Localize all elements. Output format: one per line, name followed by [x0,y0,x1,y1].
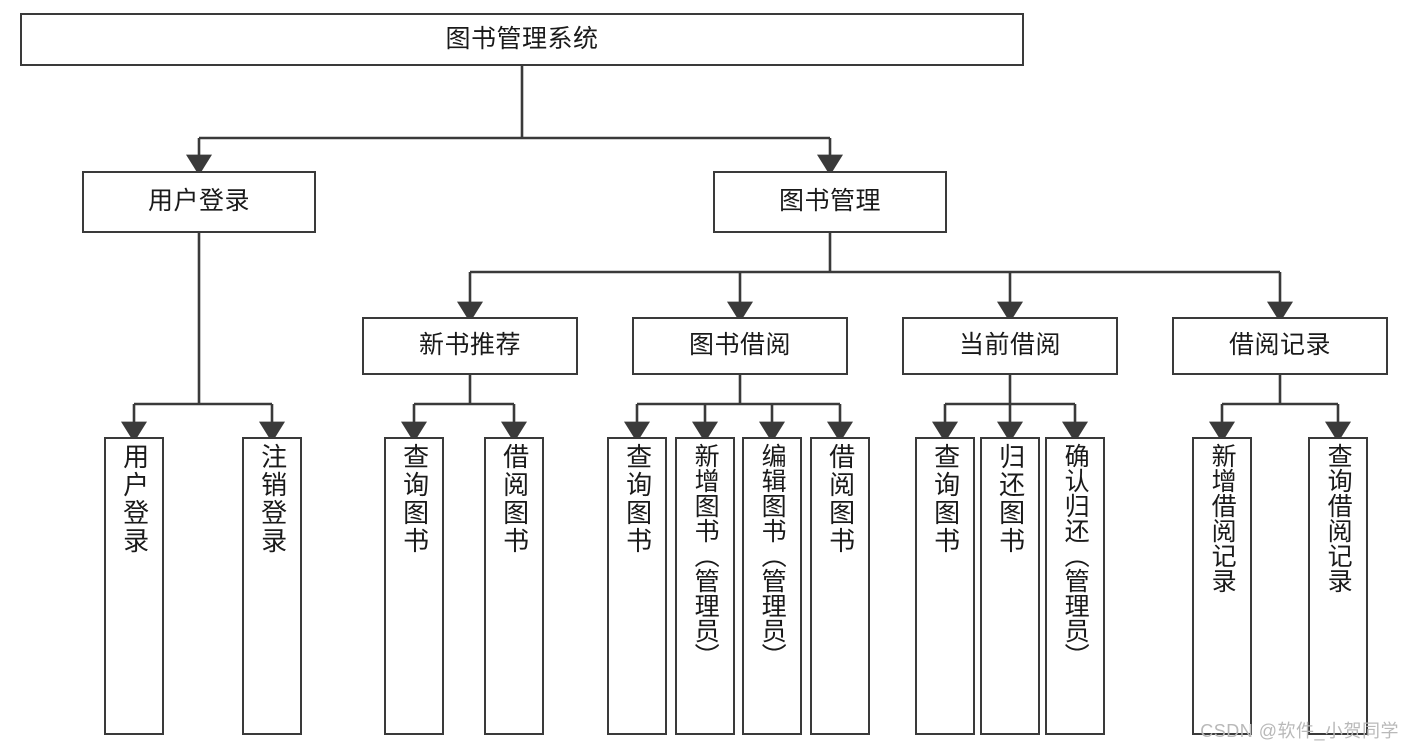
leaf-book-borrow-borrow[interactable]: 借阅图书 [810,437,870,735]
node-book-borrow[interactable]: 图书借阅 [632,317,848,375]
node-label: 用户登录 [147,187,250,216]
node-label: 编辑图书（管理员） [758,443,787,668]
node-label: 归还图书 [995,443,1026,555]
node-label: 确认归还（管理员） [1061,443,1090,668]
leaf-book-borrow-query[interactable]: 查询图书 [607,437,667,735]
node-label: 借阅记录 [1228,331,1331,360]
node-label: 借阅图书 [825,443,856,555]
node-new-book-recommend[interactable]: 新书推荐 [362,317,578,375]
node-label: 借阅图书 [499,443,530,555]
leaf-new-book-borrow[interactable]: 借阅图书 [484,437,544,735]
leaf-borrow-record-query[interactable]: 查询借阅记录 [1308,437,1368,735]
node-borrow-record[interactable]: 借阅记录 [1172,317,1388,375]
node-label: 注销登录 [257,443,288,555]
node-label: 当前借阅 [958,331,1061,360]
node-label: 新书推荐 [418,331,521,360]
node-label: 新增图书（管理员） [691,443,720,668]
node-root-system[interactable]: 图书管理系统 [20,13,1024,66]
leaf-book-borrow-edit[interactable]: 编辑图书（管理员） [742,437,802,735]
node-label: 查询图书 [399,443,430,555]
leaf-current-borrow-return[interactable]: 归还图书 [980,437,1040,735]
watermark: CSDN @软件_小贺同学 [1200,721,1399,741]
node-label: 新增借阅记录 [1208,443,1237,593]
node-label: 图书借阅 [688,331,791,360]
node-label: 用户登录 [119,443,150,555]
leaf-user-login-logout[interactable]: 注销登录 [242,437,302,735]
node-label: 图书管理系统 [445,24,599,53]
node-label: 图书管理 [778,187,881,216]
leaf-current-borrow-query[interactable]: 查询图书 [915,437,975,735]
node-label: 查询图书 [930,443,961,555]
node-label: 查询借阅记录 [1324,443,1353,593]
node-book-management[interactable]: 图书管理 [713,171,947,233]
leaf-new-book-query[interactable]: 查询图书 [384,437,444,735]
node-current-borrow[interactable]: 当前借阅 [902,317,1118,375]
node-label: 查询图书 [622,443,653,555]
node-user-login[interactable]: 用户登录 [82,171,316,233]
leaf-borrow-record-add[interactable]: 新增借阅记录 [1192,437,1252,735]
leaf-user-login-login[interactable]: 用户登录 [104,437,164,735]
leaf-current-borrow-confirm-return[interactable]: 确认归还（管理员） [1045,437,1105,735]
leaf-book-borrow-add[interactable]: 新增图书（管理员） [675,437,735,735]
